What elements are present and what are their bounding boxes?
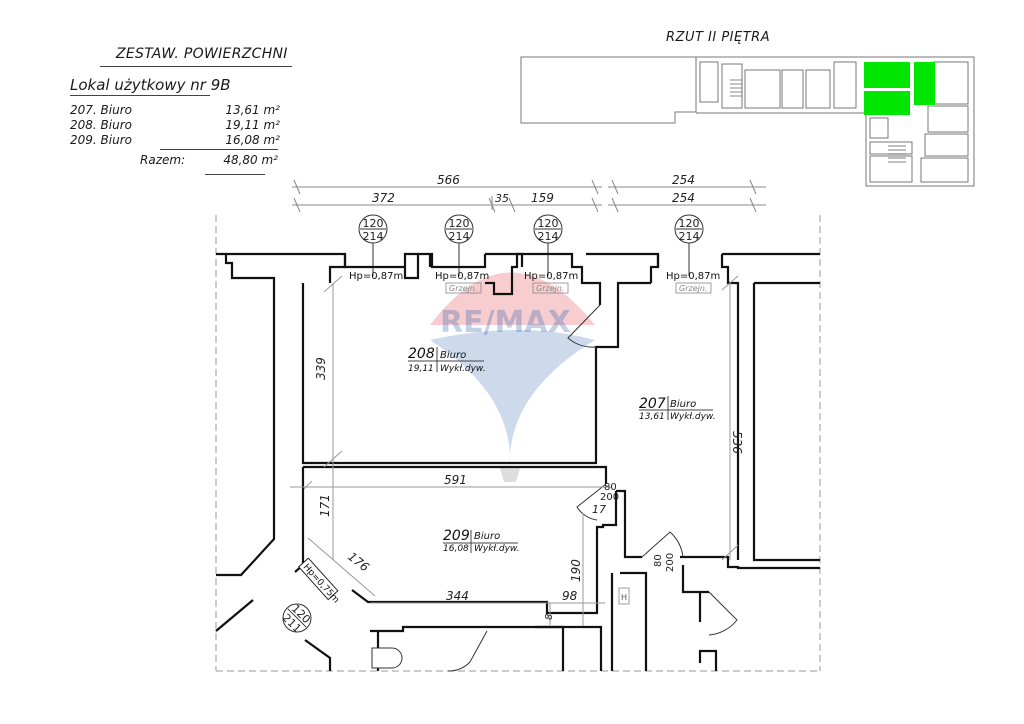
svg-text:208: 208 bbox=[408, 346, 435, 362]
dim-176: 176 bbox=[345, 549, 372, 574]
key-plan-title: RZUT II PIĘTRA bbox=[666, 30, 771, 45]
door-w: 80 bbox=[653, 554, 664, 567]
total-area: 48,80 m² bbox=[223, 153, 278, 167]
sill-label: Hp=0,87m bbox=[435, 271, 489, 282]
summary-row-208: 208. Biuro 19,11 m² bbox=[70, 118, 280, 133]
room-209-label: 209 Biuro 16,08 Wykł.dyw. bbox=[443, 528, 520, 554]
window-h: 214 bbox=[679, 230, 700, 243]
dim-35: 35 bbox=[495, 192, 509, 205]
window-h: 214 bbox=[449, 230, 470, 243]
dim-254-top: 254 bbox=[672, 173, 695, 187]
divider bbox=[160, 149, 278, 150]
dim-190: 190 bbox=[569, 559, 583, 582]
svg-text:13,61: 13,61 bbox=[639, 412, 665, 422]
summary-row-209: 209. Biuro 16,08 m² bbox=[70, 133, 280, 148]
dimension-lines bbox=[292, 179, 766, 213]
window-h: 214 bbox=[538, 230, 559, 243]
divider bbox=[205, 174, 265, 175]
room-name: 209. Biuro bbox=[70, 133, 132, 147]
divider bbox=[70, 95, 210, 96]
window-w: 120 bbox=[538, 217, 559, 230]
walls bbox=[215, 252, 820, 671]
dim-159: 159 bbox=[531, 191, 554, 205]
room-area: 13,61 m² bbox=[225, 103, 280, 117]
highlighted-unit bbox=[864, 62, 935, 115]
svg-text:16,08: 16,08 bbox=[443, 544, 469, 554]
svg-text:Wykł.dyw.: Wykł.dyw. bbox=[670, 412, 716, 422]
dim-566: 566 bbox=[437, 173, 460, 187]
svg-text:Biuro: Biuro bbox=[670, 399, 696, 410]
svg-text:Biuro: Biuro bbox=[474, 531, 500, 542]
dim-171: 171 bbox=[318, 494, 332, 517]
room-name: 207. Biuro bbox=[70, 103, 132, 117]
sill-label-diag: Hp=0,75m bbox=[301, 562, 341, 605]
remax-watermark bbox=[430, 272, 595, 482]
summary-total: Razem: 48,80 m² bbox=[140, 153, 280, 168]
svg-text:Biuro: Biuro bbox=[440, 350, 466, 361]
dim-339: 339 bbox=[314, 357, 328, 380]
toilet-icon bbox=[371, 647, 403, 669]
door-h: 200 bbox=[665, 553, 676, 572]
watermark-text: RE/MAX bbox=[440, 305, 571, 340]
dim-17: 17 bbox=[592, 503, 606, 516]
window-w: 120 bbox=[363, 217, 384, 230]
dim-254-bottom: 254 bbox=[672, 191, 695, 205]
window-h: 214 bbox=[363, 230, 384, 243]
summary-title: ZESTAW. POWIERZCHNI bbox=[116, 46, 288, 62]
room-name: 208. Biuro bbox=[70, 118, 132, 132]
dim-98: 98 bbox=[562, 589, 578, 603]
room-207-label: 207 Biuro 13,61 Wykł.dyw. bbox=[639, 396, 716, 422]
svg-text:Wykł.dyw.: Wykł.dyw. bbox=[440, 364, 486, 374]
total-label: Razem: bbox=[140, 153, 186, 167]
room-208-label: 208 Biuro 19,11 Wykł.dyw. bbox=[408, 346, 486, 374]
window-w: 120 bbox=[449, 217, 470, 230]
unit-title: Lokal użytkowy nr 9B bbox=[70, 76, 231, 94]
svg-text:207: 207 bbox=[639, 396, 666, 412]
divider bbox=[100, 66, 292, 67]
dim-344: 344 bbox=[446, 589, 469, 603]
door-h: 200 bbox=[600, 492, 619, 503]
room-area: 19,11 m² bbox=[225, 118, 280, 132]
doors bbox=[447, 304, 738, 672]
radiator-label: Grzejn. bbox=[449, 284, 477, 293]
window-w: 120 bbox=[679, 217, 700, 230]
sill-label: Hp=0,87m bbox=[666, 271, 720, 282]
dim-591: 591 bbox=[444, 473, 467, 487]
svg-text:209: 209 bbox=[443, 528, 470, 544]
svg-text:19,11: 19,11 bbox=[408, 364, 434, 374]
svg-text:Wykł.dyw.: Wykł.dyw. bbox=[474, 544, 520, 554]
summary-row-207: 207. Biuro 13,61 m² bbox=[70, 103, 280, 118]
door-w: 80 bbox=[604, 482, 617, 493]
sill-label: Hp=0,87m bbox=[349, 271, 403, 282]
dim-536: 536 bbox=[730, 431, 744, 454]
radiator-label: Grzejn. bbox=[679, 284, 707, 293]
dim-8: 8 bbox=[544, 614, 555, 620]
radiator-label: Grzejn. bbox=[536, 284, 564, 293]
dim-372: 372 bbox=[372, 191, 395, 205]
room-area: 16,08 m² bbox=[225, 133, 280, 147]
sill-label: Hp=0,87m bbox=[524, 271, 578, 282]
hydrant-label: H bbox=[621, 593, 627, 602]
